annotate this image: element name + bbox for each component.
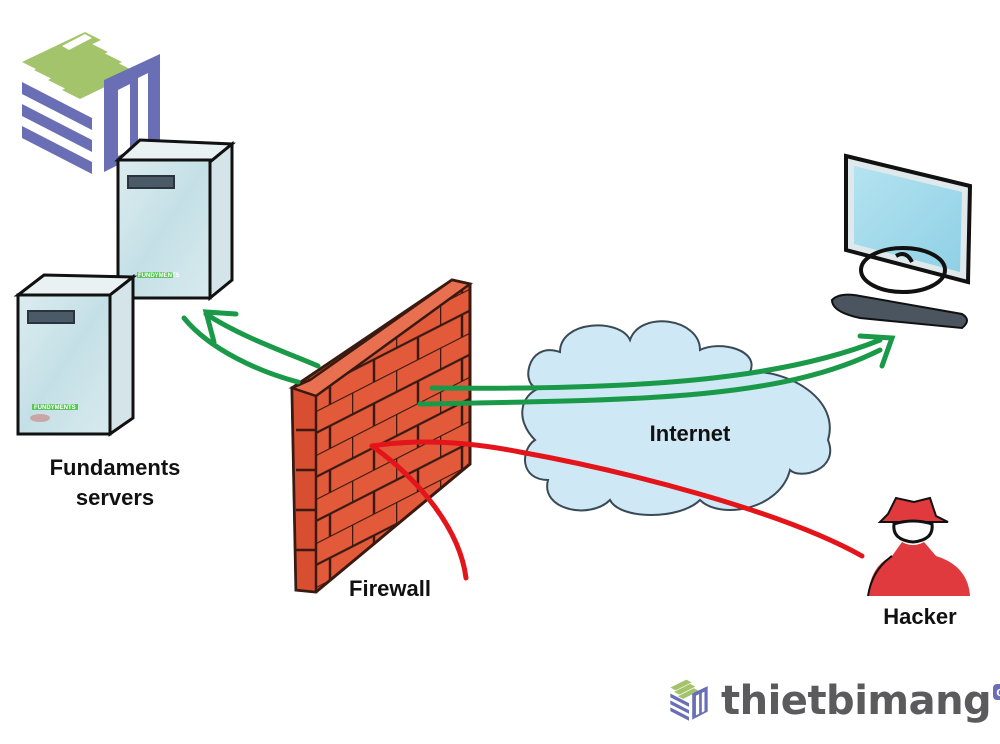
blocked-traffic-curve [369,443,469,581]
allowed-traffic-line-2 [417,347,883,407]
firewall-wall-icon [288,278,473,594]
blocked-traffic-line [369,439,865,559]
servers-label-line1: Fundaments [49,455,181,480]
brand-logo-icon [22,32,160,174]
server-badge: FUNDYMENTS [138,273,180,279]
allowed-arrowhead-computer [857,333,896,369]
allowed-arrowhead-servers [202,309,239,345]
computer-icon [830,153,973,330]
allowed-traffic-line-1 [429,337,883,391]
hacker-icon [867,496,970,597]
brand-name: thietbimang [721,678,992,724]
firewall-label: Firewall [349,576,431,601]
blocked-traffic-arrows [369,439,865,581]
server-front-icon: FUNDYMENTS [13,273,138,437]
allowed-traffic-arrows [181,309,896,407]
brand-tld: com [993,684,1000,700]
servers-label: Fundaments servers [30,453,200,513]
hacker-label: Hacker [883,604,957,629]
internet-label: Internet [649,421,731,446]
brand-logo-small-icon [670,679,708,721]
servers-label-line2: servers [75,485,155,510]
server-badge: FUNDYMENTS [34,405,76,411]
brand-watermark: thietbimang com [665,676,1000,726]
allowed-traffic-line-3 [203,311,321,369]
server-back-icon: FUNDYMENTS [114,138,236,302]
allowed-traffic-line-4 [181,315,301,385]
